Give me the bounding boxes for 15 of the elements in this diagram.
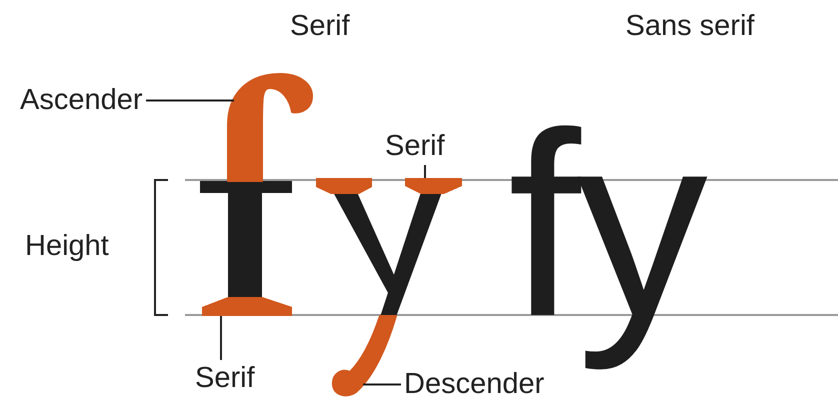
- ascender-stroke: [227, 73, 313, 182]
- descender-stroke: [332, 315, 397, 396]
- sans-serif-letters: fy: [508, 78, 704, 371]
- leader-line: [220, 316, 222, 360]
- part-label: Serif: [195, 364, 255, 393]
- dimension-label: Height: [25, 232, 109, 261]
- leader-line: [424, 165, 426, 178]
- part-label: Descender: [404, 370, 544, 399]
- leader-line: [363, 384, 401, 386]
- leader-line: [146, 100, 234, 102]
- part-label: Serif: [385, 132, 445, 161]
- serif-stroke: [405, 178, 462, 194]
- heading: Sans serif: [626, 12, 754, 41]
- heading: Serif: [290, 12, 350, 41]
- part-label: Ascender: [20, 86, 143, 115]
